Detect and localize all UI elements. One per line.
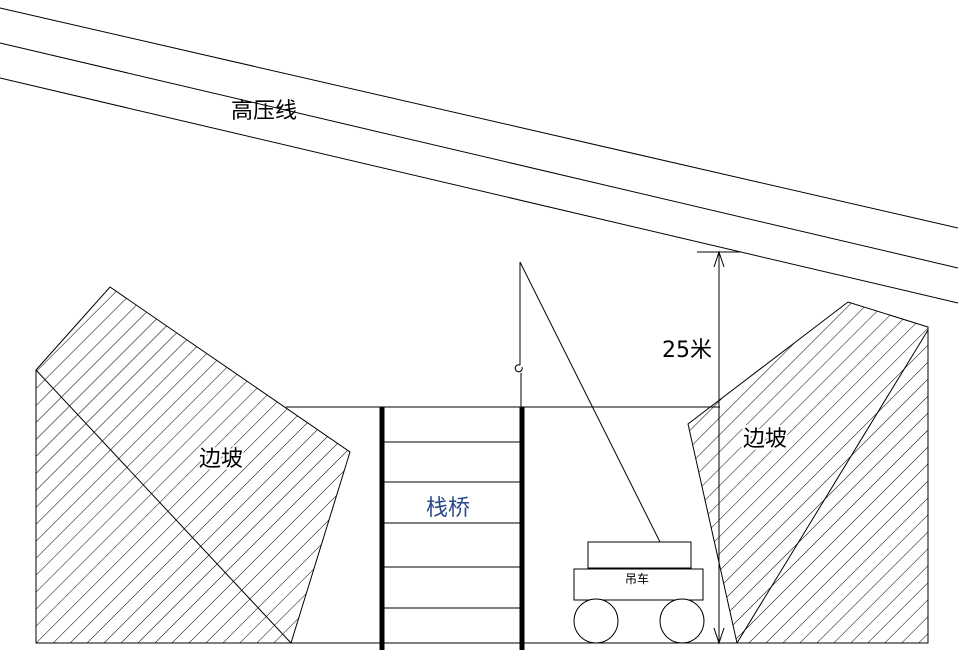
crane-label: 吊车 [625,571,649,586]
power-line-1 [0,7,958,229]
slope-left-label: 边坡 [199,447,243,472]
power-line-label: 高压线 [231,99,297,124]
trestle [379,407,525,650]
crane [514,261,705,644]
trestle-label: 栈桥 [426,496,470,521]
slope-left [35,286,351,644]
slope-right-label: 边坡 [743,427,787,452]
power-line-2 [0,42,958,269]
height-label: 25米 [662,338,712,363]
slope-left-diagonal [35,369,292,644]
height-dimension [697,250,740,645]
power-line-3 [0,77,958,304]
slope-right-diagonal [736,329,929,644]
hook-icon [514,364,523,373]
slope-right [687,301,929,644]
